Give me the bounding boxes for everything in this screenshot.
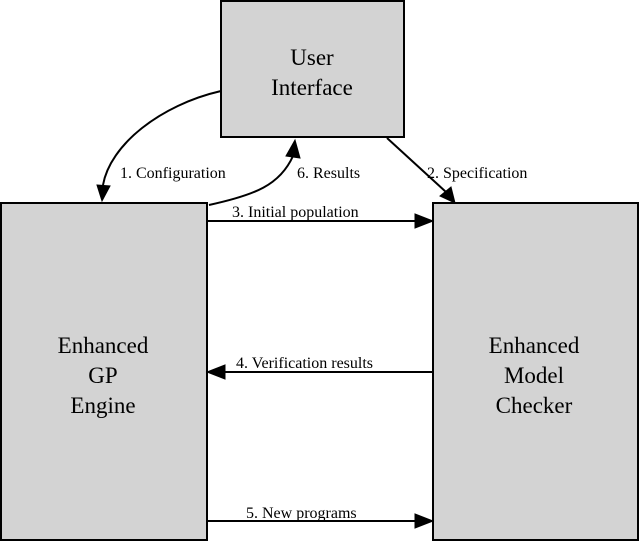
user-interface-box [220, 0, 405, 138]
model-checker-label-line-2: Model [504, 363, 564, 388]
model-checker-label-line-3: Checker [496, 393, 573, 418]
gp-engine-box [0, 202, 208, 541]
configuration-arrow-line [102, 90, 222, 186]
edge-verification-results: 4. Verification results [205, 355, 433, 380]
initial-population-label: 3. Initial population [232, 204, 359, 221]
new-programs-label: 5. New programs [246, 505, 357, 522]
model-checker-box [432, 202, 639, 541]
specification-label: 2. Specification [427, 165, 527, 182]
edge-specification: 2. Specification [386, 137, 527, 204]
specification-arrow-line [386, 137, 447, 193]
edge-results: 6. Results [208, 138, 360, 206]
results-arrow-line [208, 155, 294, 206]
configuration-arrowhead [96, 184, 111, 203]
gp-engine-label-line-2: GP [88, 363, 117, 388]
edge-new-programs: 5. New programs [207, 505, 435, 529]
initial-population-arrowhead [414, 213, 435, 229]
specification-arrowhead [439, 186, 456, 204]
user-interface-label-line-1: User [290, 45, 334, 70]
verification-results-label: 4. Verification results [236, 355, 373, 372]
verification-results-arrowhead [205, 364, 226, 380]
configuration-label: 1. Configuration [120, 165, 226, 182]
results-label: 6. Results [297, 165, 360, 182]
user-interface-label-line-2: Interface [271, 75, 353, 100]
edge-configuration: 1. Configuration [96, 90, 226, 203]
gp-engine-node: Enhanced GP Engine [0, 202, 208, 541]
results-arrowhead [285, 138, 301, 159]
model-checker-node: Enhanced Model Checker [432, 202, 639, 541]
edge-initial-population: 3. Initial population [207, 204, 435, 229]
gp-engine-label-line-1: Enhanced [58, 333, 149, 358]
gp-engine-label-line-3: Engine [70, 393, 135, 418]
model-checker-label-line-1: Enhanced [489, 333, 580, 358]
user-interface-node: User Interface [220, 0, 405, 138]
new-programs-arrowhead [414, 513, 435, 529]
